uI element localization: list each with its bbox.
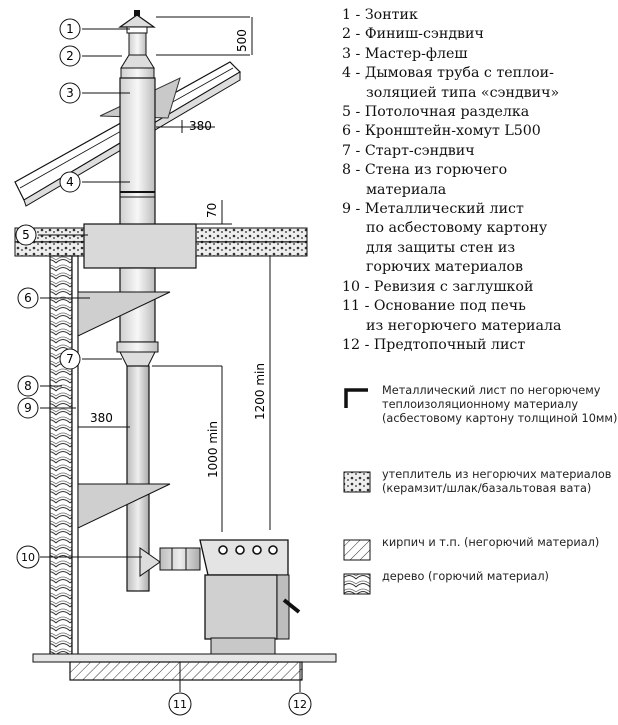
key-brick-text: кирпич и т.п. (негорючий материал) — [382, 536, 600, 549]
lower-pipe — [116, 267, 159, 592]
legend-item-10: 10 - Ревизия с заглушкой — [342, 278, 534, 295]
bracket-lower — [77, 483, 171, 529]
key-wood-text: дерево (горючий материал) — [382, 570, 549, 583]
callout-8: 8 — [17, 375, 39, 397]
key-brick: кирпич и т.п. (негорючий материал) — [342, 536, 618, 572]
legend-item-2: 2 - Финиш-сэндвич — [342, 26, 484, 43]
callout-leaders — [38, 28, 301, 692]
dim-380-roof: 380 — [189, 119, 212, 133]
callout-2: 2 — [59, 45, 81, 67]
svg-text:10: 10 — [21, 551, 35, 564]
svg-text:1: 1 — [66, 22, 74, 36]
svg-text:7: 7 — [66, 352, 74, 366]
svg-text:6: 6 — [24, 291, 32, 305]
dim-380-wall: 380 — [90, 411, 113, 425]
dim-70: 70 — [205, 203, 219, 218]
finish-sandwich — [120, 32, 155, 79]
svg-text:8: 8 — [24, 379, 32, 393]
key-metal-sheet-text: Металлический лист по негорючему теплоиз… — [382, 384, 618, 426]
key-insulation: утеплитель из негорючих материалов (кера… — [342, 468, 618, 528]
callout-4: 4 — [59, 171, 81, 193]
dim-1200: 1200 min — [253, 363, 267, 420]
legend-item-6: 6 - Кронштейн-хомут L500 — [342, 123, 541, 140]
ceiling-slab — [14, 223, 308, 269]
svg-text:4: 4 — [66, 175, 74, 189]
svg-text:3: 3 — [66, 86, 74, 100]
parts-legend: 1 - Зонтик 2 - Финиш-сэндвич 3 - Мастер-… — [342, 6, 612, 355]
dim-500: 500 — [235, 29, 249, 52]
callout-12: 12 — [288, 692, 312, 716]
umbrella — [118, 10, 156, 34]
insulation-symbol-icon — [343, 471, 371, 493]
legend-item-5: 5 - Потолочная разделка — [342, 104, 530, 121]
key-wood: дерево (горючий материал) — [342, 570, 618, 600]
key-insulation-text: утеплитель из негорючих материалов (кера… — [382, 468, 612, 496]
callout-5: 5 — [15, 224, 37, 246]
legend-item-3: 3 - Мастер-флеш — [342, 45, 468, 62]
metal-sheet-symbol-icon — [344, 388, 368, 408]
floor — [32, 653, 337, 681]
callout-9: 9 — [17, 397, 39, 419]
svg-text:11: 11 — [173, 698, 187, 711]
sandwich-chimney — [119, 77, 156, 227]
legend-item-12: 12 - Предтопочный лист — [342, 336, 526, 353]
callout-10: 10 — [16, 545, 40, 569]
svg-text:12: 12 — [293, 698, 307, 711]
dim-1000: 1000 min — [206, 421, 220, 478]
wood-symbol-icon — [343, 573, 371, 595]
stove — [199, 539, 301, 655]
callout-7: 7 — [59, 348, 81, 370]
svg-text:9: 9 — [24, 401, 32, 415]
legend-item-1: 1 - Зонтик — [342, 7, 418, 23]
svg-text:5: 5 — [22, 228, 30, 242]
revision-tee — [139, 547, 201, 577]
callout-11: 11 — [168, 692, 192, 716]
brick-symbol-icon — [343, 539, 371, 561]
legend-item-4: 4 - Дымовая труба с теплои-золяцией типа… — [342, 65, 560, 101]
dimension-lines — [78, 16, 271, 532]
callout-3: 3 — [59, 82, 81, 104]
wall — [49, 255, 79, 657]
callouts: 1 2 3 4 5 6 7 8 9 10 11 12 — [15, 18, 312, 716]
callout-6: 6 — [17, 287, 39, 309]
bracket-upper — [77, 291, 171, 337]
legend-item-7: 7 - Старт-сэндвич — [342, 142, 475, 159]
callout-1: 1 — [59, 18, 81, 40]
svg-text:2: 2 — [66, 49, 74, 63]
key-metal-sheet: Металлический лист по негорючему теплоиз… — [342, 384, 618, 454]
